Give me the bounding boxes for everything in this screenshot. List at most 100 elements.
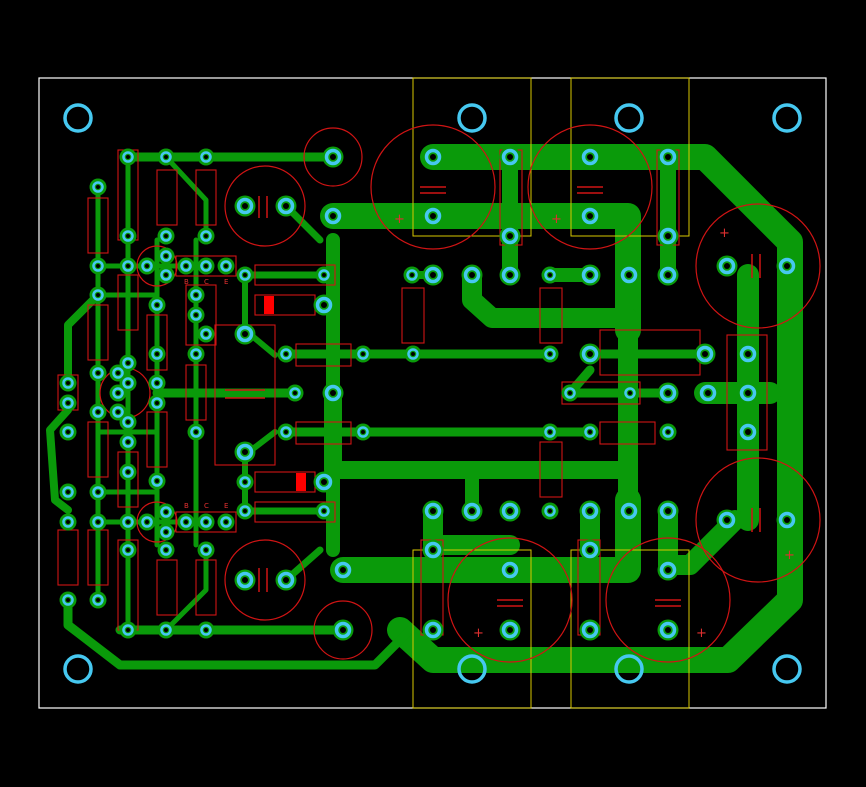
pad	[157, 621, 175, 639]
capacitor-symbols	[225, 186, 761, 607]
pad	[177, 513, 195, 531]
pad	[737, 382, 759, 404]
diode-bodies	[264, 296, 306, 491]
pad	[157, 227, 175, 245]
pad	[776, 509, 798, 531]
pad	[119, 148, 137, 166]
pad	[422, 205, 444, 227]
pad	[275, 195, 297, 217]
pad	[579, 264, 601, 286]
pin-label-c-bottom: C	[204, 502, 209, 510]
pad	[197, 257, 215, 275]
pad	[187, 286, 205, 304]
pad	[579, 205, 601, 227]
pad	[89, 483, 107, 501]
pad	[59, 394, 77, 412]
pad	[737, 343, 759, 365]
pad	[694, 343, 716, 365]
pad	[422, 500, 444, 522]
pad	[197, 621, 215, 639]
pad	[354, 345, 372, 363]
pad	[89, 403, 107, 421]
pad	[119, 433, 137, 451]
pin-label-c-top: C	[204, 278, 209, 286]
pad	[119, 513, 137, 531]
pin-label-e-bottom: E	[224, 502, 228, 510]
pad	[217, 257, 235, 275]
pad	[461, 500, 483, 522]
pin-label-b-top: B	[184, 278, 189, 286]
pad	[157, 523, 175, 541]
polarity-mark: +	[394, 212, 405, 227]
pad	[581, 423, 599, 441]
pad	[716, 255, 738, 277]
pad	[579, 146, 601, 168]
pad	[277, 423, 295, 441]
pad	[313, 471, 335, 493]
silkscreen-labels: B C E B C E + + + + + +	[184, 212, 795, 641]
mounting-holes	[63, 103, 802, 684]
pad	[197, 148, 215, 166]
pad	[59, 513, 77, 531]
pad	[422, 264, 444, 286]
pad	[59, 591, 77, 609]
pad	[89, 513, 107, 531]
pad	[404, 345, 422, 363]
pad	[119, 541, 137, 559]
pad	[499, 559, 521, 581]
pad	[697, 382, 719, 404]
pad	[59, 374, 77, 392]
pad	[157, 503, 175, 521]
pad	[657, 225, 679, 247]
pad	[422, 619, 444, 641]
pad	[716, 509, 738, 531]
pad	[322, 205, 344, 227]
pad	[157, 541, 175, 559]
polarity-mark: +	[719, 226, 730, 241]
pad	[234, 195, 256, 217]
mounting-hole	[63, 654, 93, 684]
pad	[119, 413, 137, 431]
capacitor-outlines	[99, 124, 821, 663]
pin-label-e-top: E	[224, 278, 228, 286]
pad	[138, 513, 156, 531]
pad	[499, 146, 521, 168]
pad	[776, 255, 798, 277]
pad	[177, 257, 195, 275]
pad	[499, 500, 521, 522]
pad	[148, 345, 166, 363]
mounting-hole	[772, 103, 802, 133]
pad	[187, 345, 205, 363]
pad	[89, 257, 107, 275]
pad	[119, 227, 137, 245]
mounting-hole	[614, 654, 644, 684]
pad	[275, 569, 297, 591]
pad	[737, 421, 759, 443]
component-outlines	[57, 149, 768, 636]
mounting-hole	[63, 103, 93, 133]
pin-label-b-bottom: B	[184, 502, 189, 510]
pad	[499, 225, 521, 247]
pad	[422, 146, 444, 168]
heatsink-outlines	[412, 77, 690, 709]
pad	[217, 513, 235, 531]
polarity-mark: +	[473, 626, 484, 641]
pad	[187, 306, 205, 324]
pad	[403, 266, 421, 284]
pad	[148, 472, 166, 490]
pad	[322, 382, 344, 404]
pad	[236, 502, 254, 520]
pad	[541, 266, 559, 284]
pad	[286, 384, 304, 402]
pad	[621, 384, 639, 402]
pad	[322, 146, 344, 168]
pad	[579, 343, 601, 365]
pad	[234, 569, 256, 591]
pad	[315, 266, 333, 284]
pad	[119, 354, 137, 372]
pad	[315, 502, 333, 520]
pad	[148, 394, 166, 412]
pad	[313, 294, 335, 316]
pad	[461, 264, 483, 286]
